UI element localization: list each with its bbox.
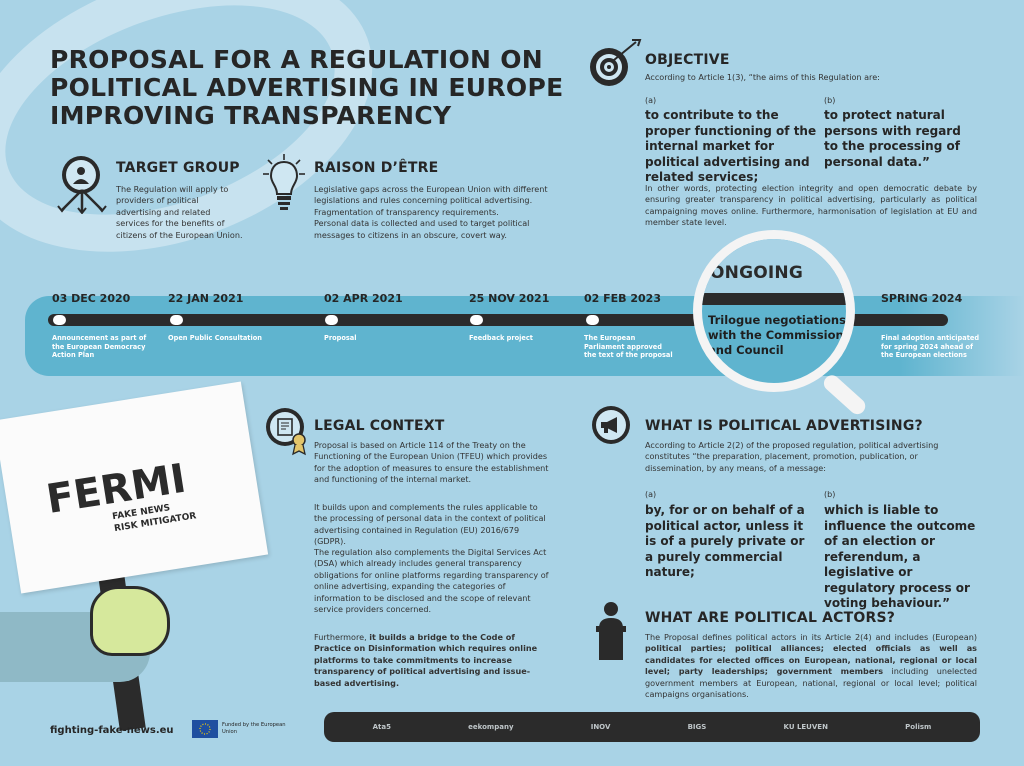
arrow-icon xyxy=(613,39,642,61)
objective-b-label: (b) xyxy=(824,96,836,105)
raison-heading: RAISON D’ÊTRE xyxy=(314,160,439,176)
what-is-a-label: (a) xyxy=(645,490,657,499)
fermi-logo: FERMI FAKE NEWS RISK MITIGATOR xyxy=(43,456,197,534)
timeline-desc: Proposal xyxy=(324,334,357,342)
eu-flag-icon xyxy=(192,720,218,738)
timeline-date: 02 FEB 2023 xyxy=(584,292,661,305)
timeline-date: 22 JAN 2021 xyxy=(168,292,244,305)
what-is-heading: WHAT IS POLITICAL ADVERTISING? xyxy=(645,418,923,434)
partner-logos-bar: Ata5 eekompany INOV BIGS KU LEUVEN Polis… xyxy=(324,712,980,742)
actors-heading: WHAT ARE POLITICAL ACTORS? xyxy=(645,610,896,626)
timeline-desc: Open Public Consultation xyxy=(168,334,262,342)
target-group-text: The Regulation will apply to providers o… xyxy=(116,184,243,240)
megaphone-icon xyxy=(592,406,630,444)
raison-text: Legislative gaps across the European Uni… xyxy=(314,184,548,240)
what-is-intro: According to Article 2(2) of the propose… xyxy=(645,440,939,473)
timeline-dot xyxy=(170,315,183,325)
lightbulb-icon xyxy=(263,154,305,210)
timeline-date: 03 DEC 2020 xyxy=(52,292,131,305)
partner-logo: INOV xyxy=(590,723,611,731)
timeline-date: SPRING 2024 xyxy=(881,292,963,305)
timeline-dot xyxy=(586,315,599,325)
partner-logo: Polism xyxy=(905,723,932,731)
timeline-date: 02 APR 2021 xyxy=(324,292,403,305)
speaker-podium-icon xyxy=(596,602,626,660)
seal-icon xyxy=(292,433,306,456)
objective-a-label: (a) xyxy=(645,96,657,105)
partner-logo: Ata5 xyxy=(372,723,391,731)
page-title: PROPOSAL FOR A REGULATION ON POLITICAL A… xyxy=(50,45,564,130)
legal-heading: LEGAL CONTEXT xyxy=(314,418,445,434)
timeline-dot xyxy=(325,315,338,325)
legal-p3: The regulation also complements the Digi… xyxy=(314,547,549,615)
legal-p4: Furthermore, it builds a bridge to the C… xyxy=(314,632,538,688)
objective-b-text: to protect natural persons with regard t… xyxy=(824,108,961,169)
what-is-b-label: (b) xyxy=(824,490,836,499)
legal-p1: Proposal is based on Article 114 of the … xyxy=(314,440,549,485)
what-is-a-text: by, for or on behalf of a political acto… xyxy=(645,503,805,579)
objective-intro: According to Article 1(3), “the aims of … xyxy=(645,72,880,82)
funded-text: Funded by the European Union xyxy=(222,722,286,735)
timeline-desc: Final adoption anticipated for spring 20… xyxy=(881,334,980,360)
target-icon xyxy=(590,48,628,86)
partner-logo: eekompany xyxy=(468,723,514,731)
hand-icon xyxy=(90,586,170,656)
magnifier-handle xyxy=(820,372,869,418)
objective-summary: In other words, protecting election inte… xyxy=(645,183,977,228)
legal-p2: It builds upon and complements the rules… xyxy=(314,502,546,547)
partner-logo: KU LEUVEN xyxy=(783,723,828,731)
timeline-dot xyxy=(470,315,483,325)
objective-heading: OBJECTIVE xyxy=(645,52,730,68)
target-group-heading: TARGET GROUP xyxy=(116,160,240,176)
ongoing-text: Trilogue negotiations with the Commissio… xyxy=(708,313,846,357)
magnifier-ongoing: ONGOING Trilogue negotiations with the C… xyxy=(693,230,855,392)
timeline-desc: Feedback project xyxy=(469,334,533,342)
ongoing-label: ONGOING xyxy=(710,263,803,283)
timeline-dot xyxy=(53,315,66,325)
fermi-sign: FERMI FAKE NEWS RISK MITIGATOR xyxy=(0,381,269,594)
actors-text: The Proposal defines political actors in… xyxy=(645,632,978,700)
timeline-desc: The European Parliament approved the tex… xyxy=(584,334,673,360)
arrows-icon xyxy=(57,189,107,214)
timeline-date: 25 NOV 2021 xyxy=(469,292,550,305)
partner-logo: BIGS xyxy=(687,723,707,731)
website-link[interactable]: fighting-fake-news.eu xyxy=(50,725,174,736)
objective-a-text: to contribute to the proper functioning … xyxy=(645,108,817,184)
timeline-desc: Announcement as part of the European Dem… xyxy=(52,334,147,360)
target-group-icon xyxy=(62,156,100,194)
what-is-b-text: which is liable to influence the outcome… xyxy=(824,503,976,610)
